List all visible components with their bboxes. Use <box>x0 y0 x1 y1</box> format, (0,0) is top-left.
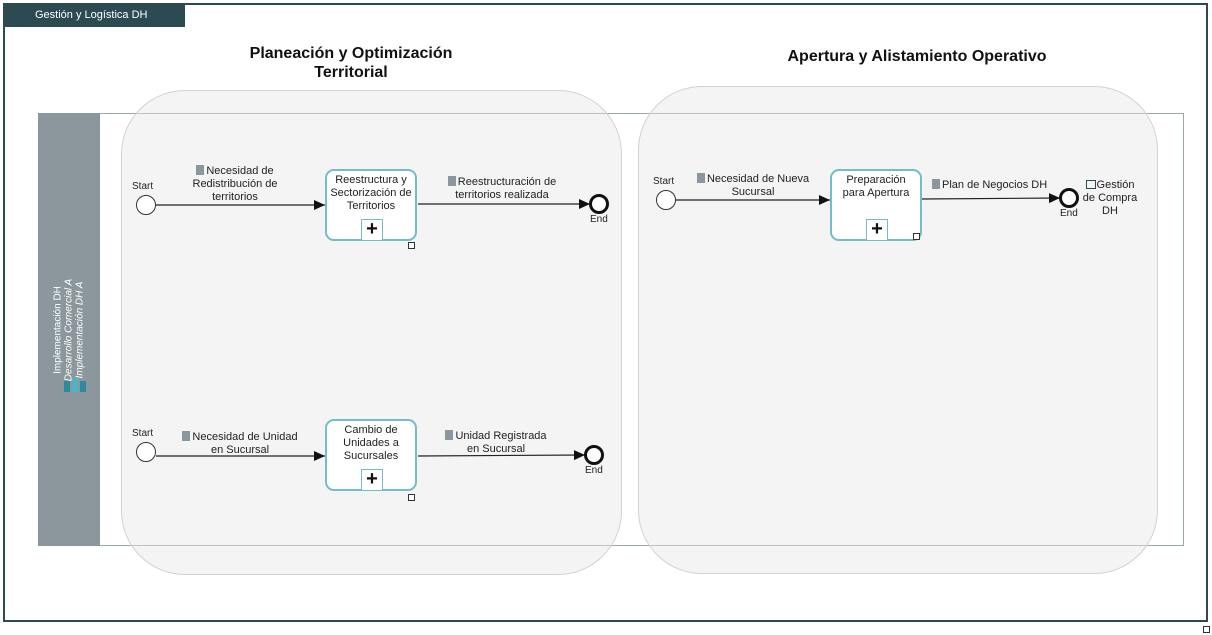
document-icon <box>696 173 705 183</box>
group-title-planeacion: Planeación y Optimización Territorial <box>249 45 453 81</box>
flow-label-3-in: Necesidad de Nueva Sucursal <box>690 173 816 199</box>
lane-people-icon <box>64 378 86 392</box>
end-label-3: End <box>1060 208 1078 219</box>
task-cambio[interactable]: Cambio de Unidades a Sucursales + <box>325 419 417 491</box>
external-process-link[interactable]: Gestión de Compra DH <box>1082 179 1138 217</box>
mini-link-icon[interactable] <box>408 242 415 249</box>
flow-label-2-in: Necesidad de Unidad en Sucursal <box>180 431 300 457</box>
resize-icon[interactable] <box>1203 626 1210 633</box>
document-icon <box>182 431 191 441</box>
start-event-3[interactable] <box>656 190 676 210</box>
start-event-1[interactable] <box>136 195 156 215</box>
diagram-tab[interactable]: Gestión y Logística DH <box>3 3 185 27</box>
flow-line-2b <box>417 450 586 461</box>
flow-line-3b <box>921 193 1061 204</box>
lane-header[interactable] <box>38 113 100 546</box>
start-label-2: Start <box>132 428 154 439</box>
flow-label-1-out: Reestructuración de territorios realizad… <box>442 176 562 202</box>
process-link-icon <box>1085 180 1096 189</box>
flow-label-3-out: Plan de Negocios DH <box>932 179 1054 192</box>
document-icon <box>445 430 454 440</box>
flow-label-2-out: Unidad Registrada en Sucursal <box>441 430 551 456</box>
task-preparacion[interactable]: Preparación para Apertura + <box>830 169 922 241</box>
task-reestructura[interactable]: Reestructura y Sectorización de Territor… <box>325 169 417 241</box>
document-icon <box>447 176 456 186</box>
group-title-apertura: Apertura y Alistamiento Operativo <box>787 48 1047 65</box>
start-label-1: Start <box>132 181 154 192</box>
end-event-3[interactable] <box>1059 188 1079 208</box>
mini-link-icon[interactable] <box>913 233 920 240</box>
mini-link-icon[interactable] <box>408 494 415 501</box>
flow-label-1-in: Necesidad de Redistribución de territori… <box>192 165 278 203</box>
end-label-1: End <box>590 214 608 225</box>
start-event-2[interactable] <box>136 442 156 462</box>
end-label-2: End <box>585 465 603 476</box>
task-label: Cambio de Unidades a Sucursales <box>343 424 399 462</box>
document-icon <box>932 179 940 189</box>
document-icon <box>196 165 205 175</box>
start-label-3: Start <box>653 176 675 187</box>
task-label: Reestructura y Sectorización de Territor… <box>330 174 412 212</box>
subprocess-plus-icon[interactable]: + <box>866 219 888 241</box>
end-event-1[interactable] <box>589 194 609 214</box>
group-apertura[interactable] <box>638 86 1158 574</box>
subprocess-plus-icon[interactable]: + <box>361 469 383 491</box>
diagram-frame <box>3 3 1208 622</box>
subprocess-plus-icon[interactable]: + <box>361 219 383 241</box>
end-event-2[interactable] <box>584 445 604 465</box>
task-label: Preparación para Apertura <box>842 174 910 199</box>
diagram-tab-title: Gestión y Logística DH <box>35 9 148 21</box>
